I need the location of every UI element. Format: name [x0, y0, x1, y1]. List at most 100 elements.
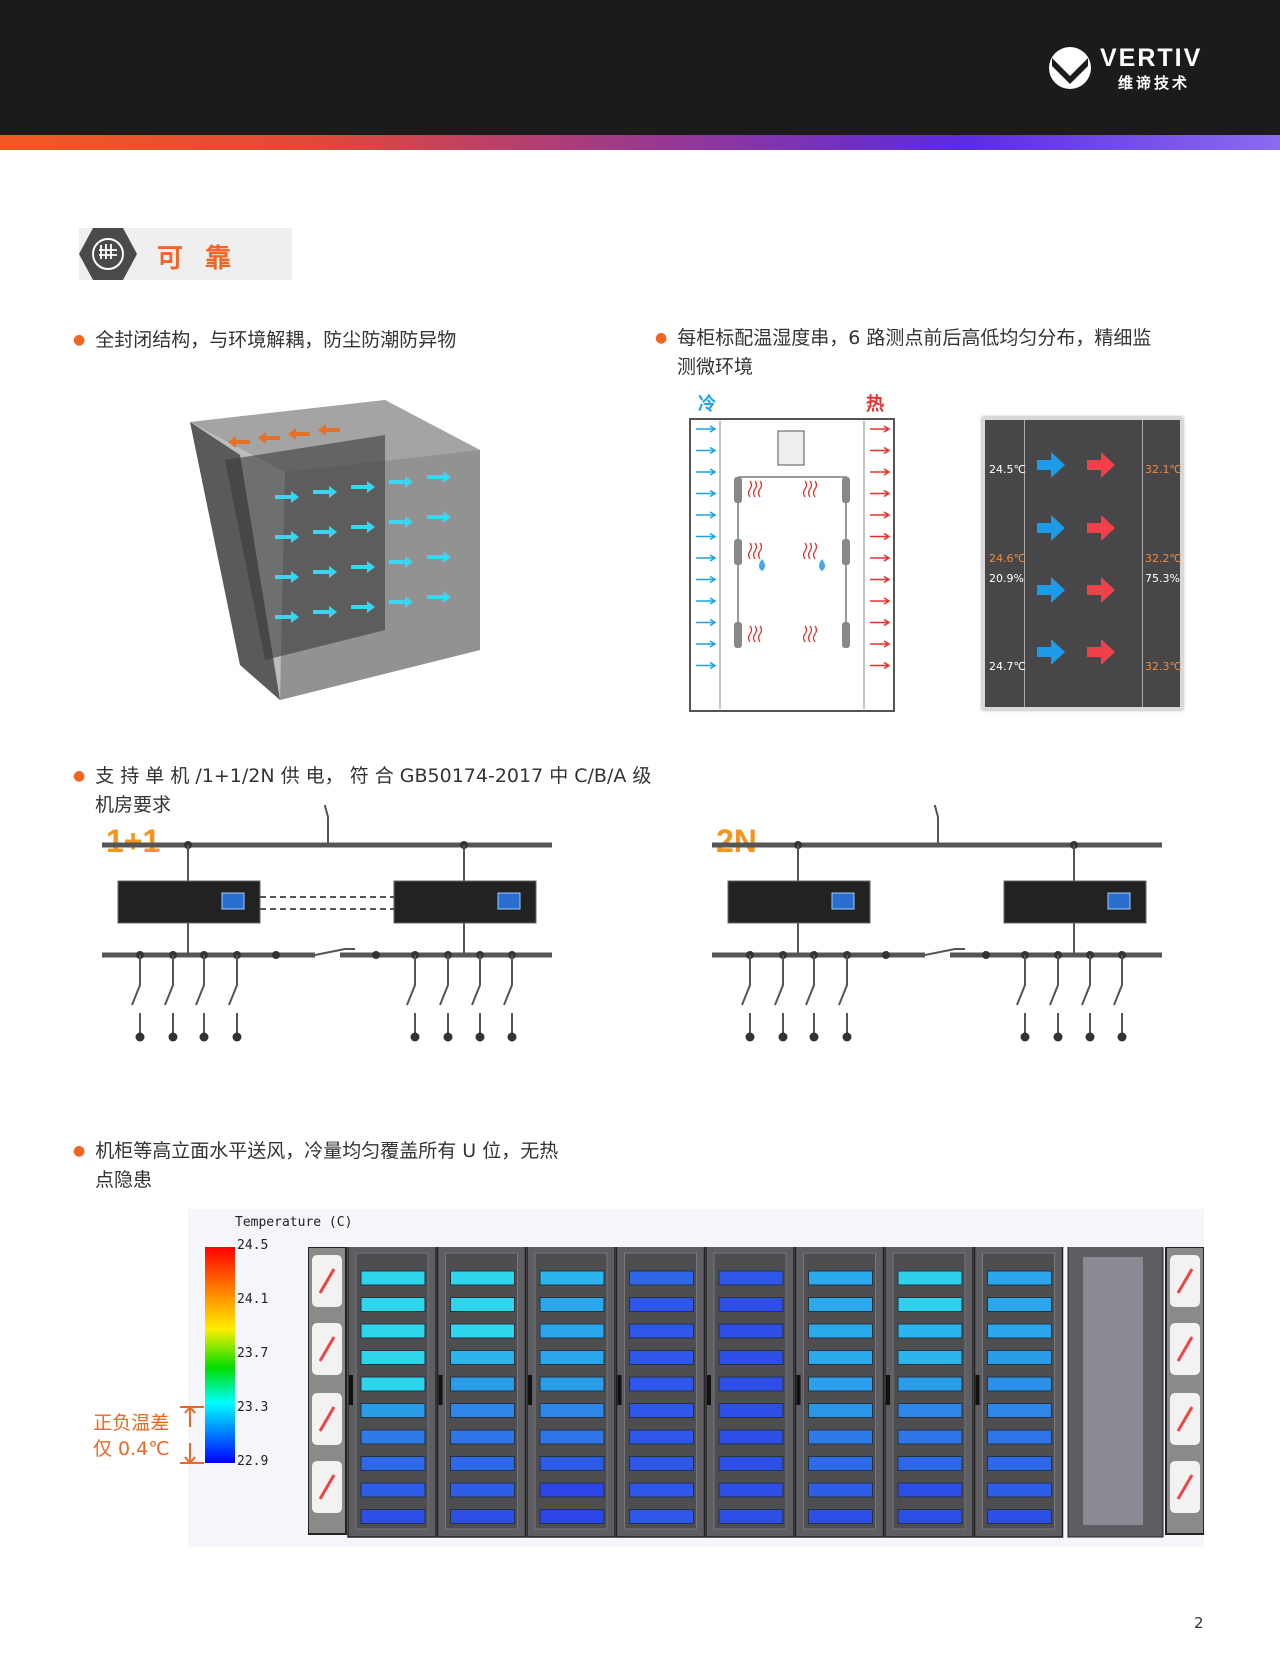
- output-breaker: [774, 955, 784, 1035]
- heat-icon: [757, 625, 763, 643]
- diff-line2: 仅 0.4℃: [93, 1438, 170, 1460]
- hot-outlet-arrow: [870, 661, 891, 670]
- cold-air-arrow: [351, 521, 375, 533]
- hot-air-arrow: [1087, 515, 1115, 541]
- section-title-text: 可靠: [157, 244, 254, 274]
- airflow-temperature-bar: [718, 1456, 784, 1471]
- load-node: [842, 1032, 852, 1042]
- cold-inlet-arrow: [696, 511, 717, 519]
- airflow-temperature-bar: [897, 1323, 963, 1339]
- cold-air-arrow: [351, 601, 375, 613]
- heat-icon: [812, 480, 818, 498]
- airflow-temperature-bar: [987, 1482, 1052, 1498]
- airflow-temperature-bar: [629, 1297, 694, 1312]
- airflow-temperature-bar: [629, 1456, 694, 1471]
- front-top-temp: 24.5℃: [989, 463, 1026, 476]
- airflow-temperature-bar: [718, 1429, 784, 1445]
- airflow-temperature-bar: [987, 1297, 1052, 1312]
- hot-air-arrow: [258, 432, 280, 444]
- cold-inlet-arrow: [696, 489, 717, 498]
- airflow-temperature-bar: [897, 1350, 963, 1365]
- airflow-temperature-bar: [539, 1297, 605, 1312]
- airflow-temperature-bar: [629, 1323, 694, 1339]
- airflow-temperature-bar: [360, 1482, 426, 1498]
- airflow-temperature-bar: [360, 1297, 426, 1312]
- airflow-temperature-bar: [360, 1350, 426, 1365]
- range-bracket-icon: [180, 1405, 204, 1465]
- hot-outlet-arrow: [870, 575, 891, 584]
- fan-mark: [1176, 1406, 1194, 1432]
- cold-air-arrow: [389, 516, 413, 528]
- airflow-temperature-bar: [987, 1456, 1052, 1471]
- hot-air-arrow: [1087, 639, 1115, 665]
- airflow-temperature-bar: [539, 1429, 605, 1445]
- bullet-horizontal-airflow: ●机柜等高立面水平送风，冷量均匀覆盖所有 U 位，无热 点隐患: [73, 1137, 558, 1195]
- airflow-temperature-bar: [539, 1482, 605, 1498]
- cold-inlet-arrow: [696, 468, 717, 476]
- fan-mark: [318, 1474, 336, 1500]
- airflow-temperature-bar: [360, 1403, 426, 1418]
- airflow-temperature-bar: [808, 1270, 873, 1286]
- airflow-temperature-bar: [987, 1350, 1052, 1365]
- airflow-temperature-bar: [360, 1270, 426, 1286]
- bullet-sealed-structure: ●全封闭结构，与环境解耦，防尘防潮防异物: [73, 329, 457, 351]
- airflow-temperature-bar: [987, 1429, 1052, 1445]
- airflow-temperature-bar: [808, 1376, 873, 1392]
- airflow-temperature-bar: [808, 1429, 873, 1445]
- airflow-temperature-bar: [539, 1350, 605, 1365]
- airflow-sensor-diagram: [689, 418, 895, 712]
- load-node: [475, 1032, 485, 1042]
- airflow-temperature-bar: [987, 1376, 1052, 1392]
- colorbar-tick: 22.9: [237, 1454, 269, 1469]
- airflow-temperature-bar: [450, 1509, 515, 1524]
- load-node: [778, 1032, 788, 1042]
- cold-air-arrow: [275, 611, 299, 623]
- airflow-temperature-bar: [360, 1456, 426, 1471]
- vertiv-logo-icon: [1049, 47, 1091, 89]
- bullet-text: 全封闭结构，与环境解耦，防尘防潮防异物: [95, 329, 457, 351]
- heat-icon: [807, 542, 813, 560]
- load-node: [1020, 1032, 1030, 1042]
- output-breaker: [1016, 955, 1026, 1035]
- airflow-temperature-bar: [808, 1403, 873, 1418]
- cold-air-arrow: [1037, 577, 1065, 603]
- cold-air-arrow: [313, 526, 337, 538]
- cold-label: 冷: [698, 394, 716, 415]
- cold-inlet-arrow: [696, 661, 717, 670]
- load-node: [168, 1032, 178, 1042]
- airflow-temperature-bar: [718, 1323, 784, 1339]
- door-handle: [349, 1375, 353, 1405]
- airflow-temperature-bar: [629, 1429, 694, 1445]
- power-diagram-1plus1: [102, 805, 552, 1042]
- airflow-temperature-bar: [718, 1297, 784, 1312]
- airflow-temperature-bar: [718, 1350, 784, 1365]
- ups-display: [831, 892, 855, 910]
- bullet-text-line2: 测微环境: [677, 356, 754, 378]
- water-drop-icon: [759, 559, 765, 571]
- fan-mark: [318, 1336, 336, 1362]
- airflow-temperature-bar: [897, 1456, 963, 1471]
- hot-outlet-arrow: [870, 511, 891, 519]
- bullet-text: 机柜等高立面水平送风，冷量均匀覆盖所有 U 位，无热: [95, 1140, 559, 1162]
- fist-icon: [79, 228, 137, 280]
- output-breaker: [805, 955, 815, 1035]
- bus-node: [882, 951, 890, 959]
- airflow-temperature-bar: [360, 1323, 426, 1339]
- airflow-temperature-bar: [539, 1270, 605, 1286]
- diagram-title-1plus1: 1+1: [106, 823, 161, 859]
- bus-node: [372, 951, 380, 959]
- bullet-text: 支 持 单 机 /1+1/2N 供 电， 符 合 GB50174-2017 中 …: [95, 765, 652, 787]
- gradient-stripe: [0, 135, 1280, 150]
- colorbar-tick: 23.7: [237, 1346, 269, 1361]
- fan-mark: [318, 1268, 336, 1294]
- airflow-temperature-bar: [450, 1297, 515, 1312]
- heat-icon: [812, 625, 818, 643]
- sensor-probe: [842, 477, 850, 503]
- load-node: [1085, 1032, 1095, 1042]
- colorbar-tick: 24.1: [237, 1292, 269, 1307]
- heat-icon: [752, 542, 758, 560]
- airflow-temperature-bar: [539, 1323, 605, 1339]
- sensor-probe: [842, 622, 850, 648]
- airflow-temperature-bar: [450, 1456, 515, 1471]
- cold-inlet-arrow: [696, 618, 717, 627]
